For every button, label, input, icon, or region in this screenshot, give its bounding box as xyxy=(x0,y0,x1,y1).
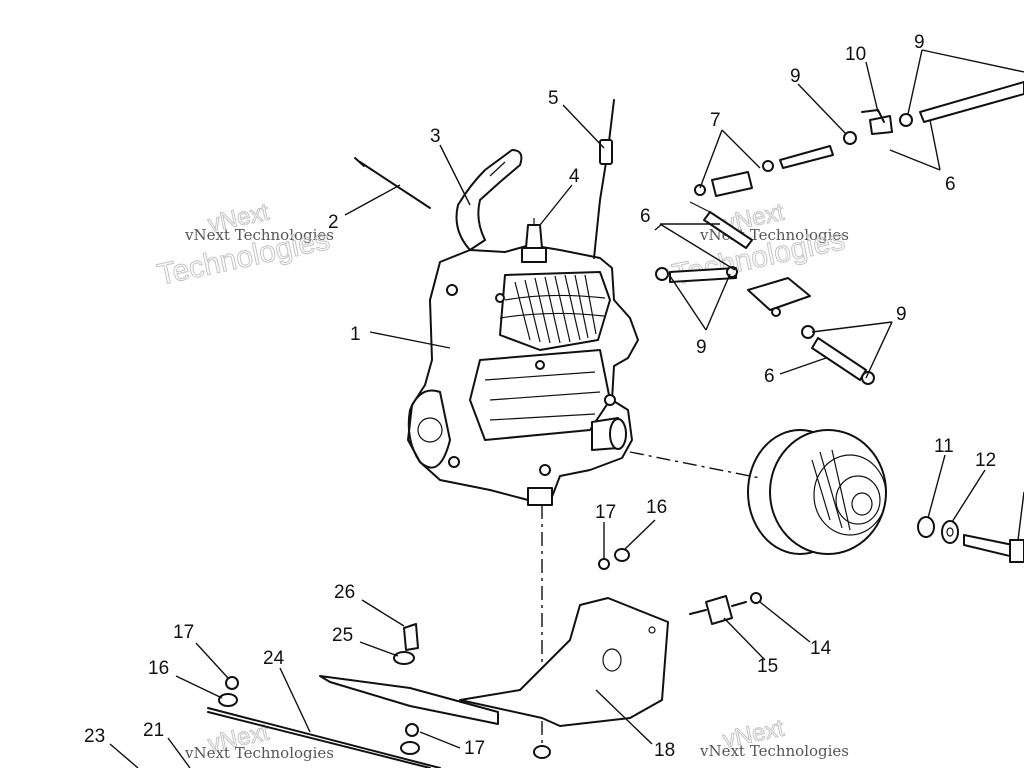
callout-3: 3 xyxy=(430,126,441,147)
part-spark-plug xyxy=(521,218,547,263)
hardware-bolt-26 xyxy=(393,623,419,665)
callout-18: 18 xyxy=(654,740,675,761)
callout-16-lower: 16 xyxy=(148,658,169,679)
svg-text:vNext Technologies: vNext Technologies xyxy=(699,742,849,760)
callout-9-top: 9 xyxy=(790,66,801,87)
callout-10: 10 xyxy=(845,44,866,65)
centerline-pulley xyxy=(629,451,761,479)
callout-9-right: 9 xyxy=(896,304,907,325)
svg-text:vNext Technologies: vNext Technologies xyxy=(184,226,334,244)
callout-9-middle: 9 xyxy=(696,337,707,358)
callout-17-upper: 17 xyxy=(595,502,616,523)
callout-4: 4 xyxy=(569,166,580,187)
part-pulley xyxy=(747,429,887,555)
svg-text:vNext Technologies: vNext Technologies xyxy=(184,744,334,762)
callout-2: 2 xyxy=(328,212,339,233)
fuel-line-assembly xyxy=(655,81,1024,385)
callout-21: 21 xyxy=(143,720,164,741)
pulley-hardware xyxy=(917,516,1024,563)
leader-lines xyxy=(109,49,1024,768)
callout-5: 5 xyxy=(548,88,559,109)
callout-9-top-right: 9 xyxy=(914,32,925,53)
callout-12: 12 xyxy=(975,450,996,471)
callout-numbers: 1 2 3 4 5 7 6 9 10 9 6 9 9 6 11 12 17 16… xyxy=(84,32,996,761)
callout-7: 7 xyxy=(710,110,721,131)
callout-26: 26 xyxy=(334,582,355,603)
callout-23: 23 xyxy=(84,726,105,747)
part-plate xyxy=(207,675,499,768)
part-rubber-mount xyxy=(689,592,762,625)
callout-16-upper: 16 xyxy=(646,497,667,518)
callout-6-left: 6 xyxy=(640,206,651,227)
callout-24: 24 xyxy=(263,648,285,669)
part-base-bracket xyxy=(459,597,669,727)
callout-6-top-right: 6 xyxy=(945,174,956,195)
hardware-lower xyxy=(218,676,551,759)
watermark-top-left: vNext Technologies vNext Technologies xyxy=(154,198,334,292)
part-pin xyxy=(354,157,431,209)
callout-11: 11 xyxy=(934,436,954,457)
callout-25: 25 xyxy=(332,625,353,646)
watermark-bottom-right: vNext Technologies vNext xyxy=(699,714,849,760)
part-spark-plug-cap xyxy=(455,149,523,251)
callout-6-lower: 6 xyxy=(764,366,775,387)
callout-1: 1 xyxy=(350,324,361,345)
part-cable xyxy=(593,99,615,259)
callout-17-bottom: 17 xyxy=(464,738,485,759)
callout-15: 15 xyxy=(757,656,778,677)
engine xyxy=(407,244,639,506)
hardware-upper xyxy=(598,548,630,570)
callout-14: 14 xyxy=(810,638,832,659)
callout-17-lower: 17 xyxy=(173,622,194,643)
watermark-bottom-left: vNext Technologies vNext xyxy=(184,718,334,762)
